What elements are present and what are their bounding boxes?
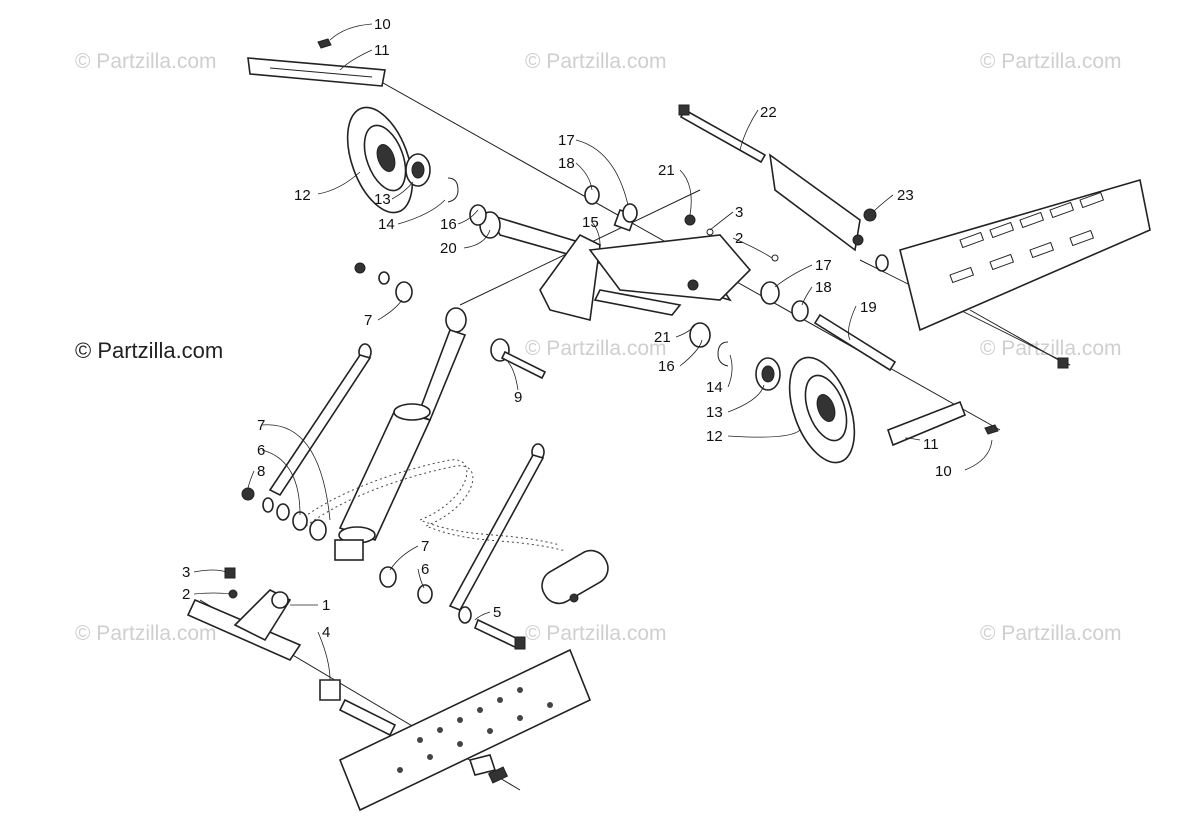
callout-7-upper: 7 — [364, 312, 372, 329]
watermark-middle-center: © Partzilla.com — [525, 337, 667, 360]
callout-11-top: 11 — [374, 42, 390, 59]
callout-19: 19 — [860, 299, 877, 316]
wear-strip-bottom — [887, 400, 999, 447]
callout-5: 5 — [493, 604, 501, 621]
bushings-upper — [584, 185, 897, 372]
slide-rail-right — [899, 178, 1151, 332]
callout-12-right: 12 — [706, 428, 723, 445]
callout-17-lower: 17 — [815, 257, 832, 274]
long-bolt-22 — [678, 104, 889, 272]
callout-10-right: 10 — [935, 463, 952, 480]
callout-21-upper: 21 — [658, 162, 675, 179]
callout-14-left: 14 — [378, 216, 395, 233]
callout-21-lower: 21 — [654, 329, 671, 346]
callout-11-right: 11 — [923, 436, 939, 453]
callout-14-right: 14 — [706, 379, 723, 396]
callout-2-upper: 2 — [735, 230, 743, 247]
callout-7-left: 7 — [257, 417, 265, 434]
callout-6-left: 6 — [257, 442, 265, 459]
lower-shock-hardware — [241, 487, 526, 650]
callout-3-lower: 3 — [182, 564, 190, 581]
callout-20: 20 — [440, 240, 457, 257]
slide-rail-left — [338, 648, 592, 812]
watermark-bottom-center: © Partzilla.com — [525, 622, 667, 645]
idler-wheel-left — [346, 106, 459, 214]
callout-18-lower: 18 — [815, 279, 832, 296]
callout-labels: 10 11 12 13 14 16 20 17 18 15 21 3 2 22 … — [182, 16, 952, 641]
callout-16-left: 16 — [440, 216, 457, 233]
main-watermark: © Partzilla.com — [75, 338, 223, 363]
callout-9: 9 — [514, 389, 522, 406]
callout-7-lower: 7 — [421, 538, 429, 555]
callout-17-upper: 17 — [558, 132, 575, 149]
callout-10-top: 10 — [374, 16, 391, 33]
callout-15: 15 — [582, 214, 599, 231]
watermark-middle-right: © Partzilla.com — [980, 337, 1122, 360]
watermark-layer: © Partzilla.com © Partzilla.com © Partzi… — [75, 50, 1122, 645]
wear-strip-top — [247, 38, 386, 87]
callout-1: 1 — [322, 597, 330, 614]
watermark-top-center: © Partzilla.com — [525, 50, 667, 73]
link-rod-left — [268, 343, 372, 497]
link-rod-right — [299, 443, 609, 612]
upper-shock-hardware — [354, 262, 547, 380]
rail-bolt-right — [969, 309, 1069, 369]
callout-12-left: 12 — [294, 187, 311, 204]
callout-3-upper: 3 — [735, 204, 743, 221]
callout-16-right: 16 — [658, 358, 675, 375]
idler-wheel-right — [717, 341, 856, 464]
callout-2-lower: 2 — [182, 586, 190, 603]
rear-arm — [469, 204, 752, 321]
callout-18-upper: 18 — [558, 155, 575, 172]
watermark-top-right: © Partzilla.com — [980, 50, 1122, 73]
watermark-bottom-right: © Partzilla.com — [980, 622, 1122, 645]
leader-lines — [193, 23, 993, 681]
shock-absorber — [334, 328, 467, 561]
callout-4: 4 — [322, 624, 330, 641]
watermark-bottom-left: © Partzilla.com — [75, 622, 217, 645]
callout-13-right: 13 — [706, 404, 723, 421]
watermark-top-left: © Partzilla.com — [75, 50, 217, 73]
callout-23: 23 — [897, 187, 914, 204]
callout-13-left: 13 — [374, 191, 391, 208]
callout-8: 8 — [257, 463, 265, 480]
callout-6-lower: 6 — [421, 561, 429, 578]
callout-22: 22 — [760, 104, 777, 121]
front-arm-bracket — [186, 567, 509, 784]
